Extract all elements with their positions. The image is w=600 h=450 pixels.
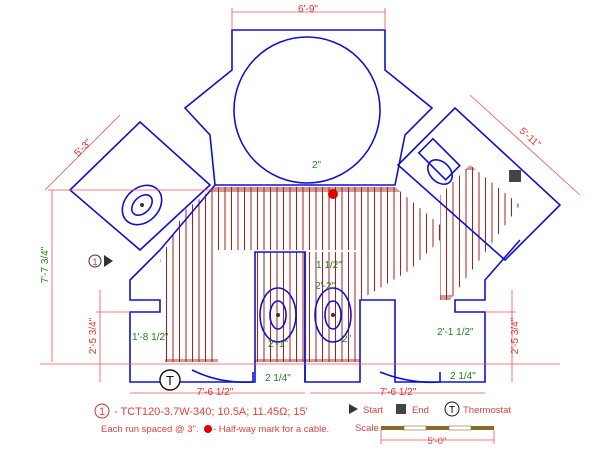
cable-run-group [160, 187, 440, 362]
legend-end-label: End [412, 405, 429, 416]
right-door-swing [379, 371, 441, 384]
end-icon [509, 170, 521, 182]
legend-scale-label: Scale [355, 423, 379, 434]
legend-spacing-note: Each run spaced @ 3". [101, 424, 199, 435]
dim-right-bottom-width: 7'-6 1/2" [380, 387, 417, 398]
dim-right-diag: 5'-11" [517, 126, 543, 151]
start-icon [104, 255, 113, 267]
left-toilet [121, 184, 163, 226]
thermostat-icon [159, 369, 181, 391]
top-round-room [183, 29, 434, 186]
center-right-drain-icon [331, 313, 335, 317]
left-toilet-inner [131, 194, 153, 216]
dim-left-bottom-width: 7'-6 1/2" [197, 387, 234, 398]
legend-start-icon [349, 404, 358, 414]
legend-cable-spec: - TCT120-3.7W-340; 10.5A; 11.45Ω; 15' [114, 406, 308, 418]
legend-thermostat-label: Thermostat [463, 405, 511, 416]
legend-halfway-icon [204, 425, 212, 433]
center-right-toilet [314, 287, 352, 343]
cable-number-text: 1 [92, 257, 97, 267]
legend-start-label: Start [363, 405, 383, 416]
center-left-toilet-inner [269, 300, 287, 330]
cable-number-marker [88, 254, 102, 268]
thermostat-symbol: T [166, 373, 174, 388]
halfway-mark-icon [328, 189, 338, 199]
dim-center-width: 2'-2" [315, 281, 335, 292]
dim-left-height: 7'-7 3/4" [40, 246, 51, 283]
dim-left-diag: 5'-3" [72, 137, 94, 159]
left-toilet-drain-icon [140, 203, 144, 207]
right-bath-room [396, 106, 562, 262]
dim-left-bottom-gap: 2 1/4" [265, 373, 291, 384]
legend-cable-number-icon [94, 403, 110, 419]
right-toilet [427, 159, 453, 185]
round-feature [233, 36, 381, 184]
dim-right-side: 2'-1 1/2" [437, 327, 474, 338]
left-bath-room [68, 120, 212, 252]
dim-mid-gap: 1 1/2" [316, 260, 342, 271]
dim-left-low-height: 2'-5 3/4" [88, 317, 99, 354]
dim-left-side: 1'-8 1/2" [132, 332, 169, 343]
cable-run-group [440, 165, 520, 300]
dim-top-width: 6'-9" [298, 4, 318, 15]
scale-bar [380, 425, 495, 444]
right-toilet-tank [417, 137, 461, 181]
dim-toilet-gap: 2" [342, 334, 352, 345]
legend-scale-length: 5'-0" [428, 436, 447, 447]
dim-right-bottom-gap: 2 1/4" [450, 371, 476, 382]
dimension-lines [40, 8, 581, 394]
center-right-toilet-inner [324, 300, 342, 330]
left-door-swing [191, 369, 254, 384]
legend-thermostat-symbol: T [449, 405, 455, 416]
dim-right-low-height: 2'-5 3/4" [510, 317, 521, 354]
legend-thermostat-icon [444, 401, 460, 417]
legend-cable-number: 1 [99, 406, 105, 418]
legend-end-icon [396, 404, 406, 414]
center-left-toilet [259, 287, 297, 343]
walls [68, 29, 562, 384]
legend-halfway-note: - Half-way mark for a cable. [213, 424, 329, 435]
center-left-drain-icon [276, 313, 280, 317]
legend: 1 - TCT120-3.7W-340; 10.5A; 11.45Ω; 15' … [94, 401, 511, 447]
dim-top-gap: 2" [312, 160, 322, 171]
dim-left-center-width: 2'-1" [268, 339, 288, 350]
